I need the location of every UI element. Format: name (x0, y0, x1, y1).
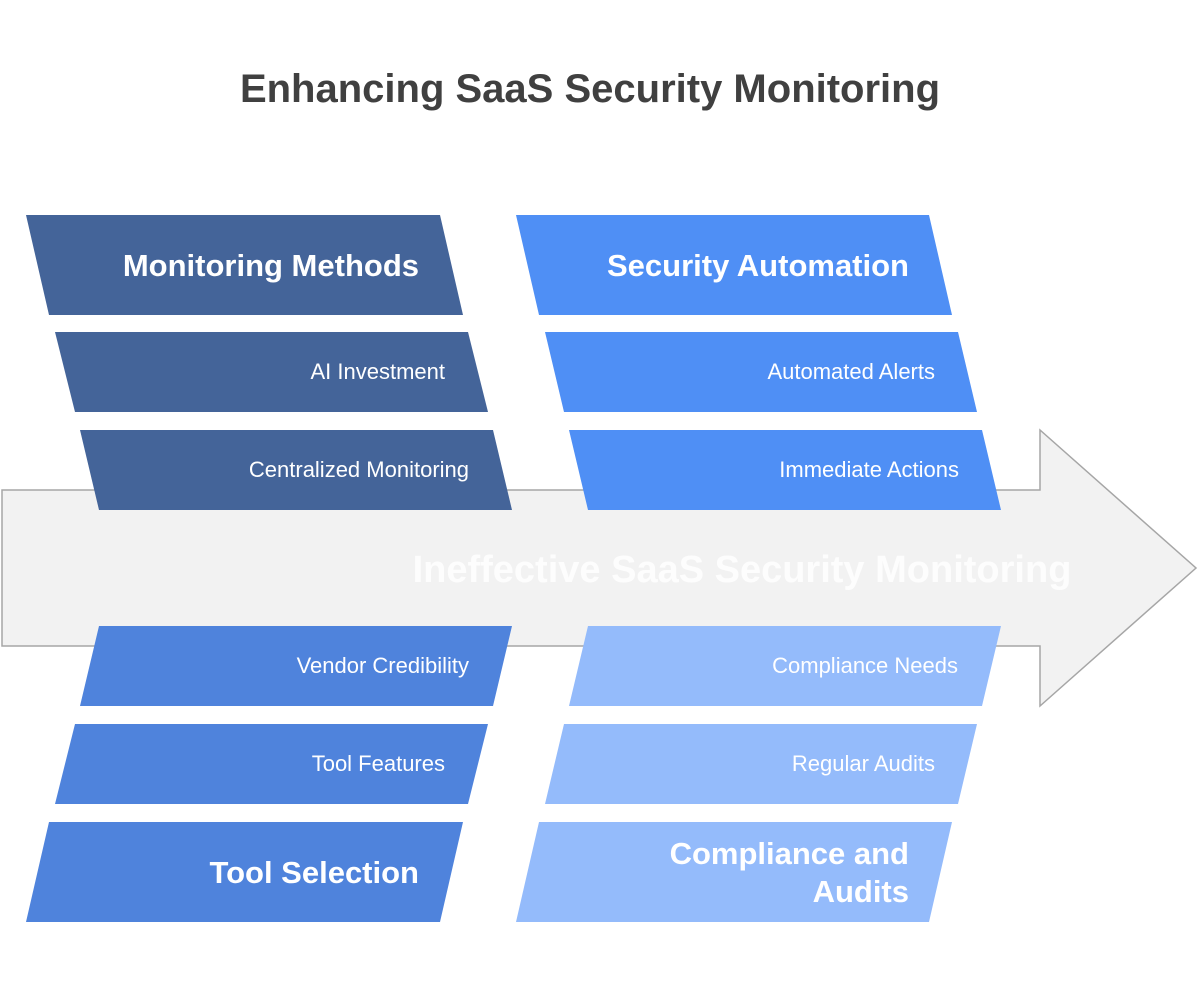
category-monitoring-methods: Monitoring Methods AI Investment Central… (26, 215, 512, 510)
category-tool-selection: Vendor Credibility Tool Features Tool Se… (26, 626, 512, 922)
category-compliance-and-audits: Compliance Needs Regular Audits Complian… (516, 626, 1001, 922)
immediate-actions-label: Immediate Actions (779, 457, 959, 482)
security-automation-label: Security Automation (607, 248, 909, 283)
diagram-title: Enhancing SaaS Security Monitoring (240, 67, 940, 111)
security-automation-head (516, 215, 952, 315)
vendor-credibility-bone (80, 626, 512, 706)
tool-features-bone (55, 724, 488, 804)
tool-selection-label: Tool Selection (209, 855, 419, 890)
compliance-needs-label: Compliance Needs (772, 653, 958, 678)
ai-investment-label: AI Investment (310, 359, 445, 384)
problem-label: Ineffective SaaS Security Monitoring (413, 549, 1072, 591)
centralized-monitoring-bone (80, 430, 512, 510)
compliance-and-audits-label-line2: Audits (813, 874, 909, 909)
monitoring-methods-label: Monitoring Methods (123, 248, 419, 283)
ai-investment-bone (55, 332, 488, 412)
centralized-monitoring-label: Centralized Monitoring (249, 457, 469, 482)
automated-alerts-bone (545, 332, 977, 412)
compliance-and-audits-label-line1: Compliance and (670, 836, 909, 871)
immediate-actions-bone (569, 430, 1001, 510)
compliance-and-audits-head (516, 822, 952, 922)
tool-selection-head (26, 822, 463, 922)
monitoring-methods-head (26, 215, 463, 315)
regular-audits-label: Regular Audits (792, 751, 935, 776)
regular-audits-bone (545, 724, 977, 804)
automated-alerts-label: Automated Alerts (767, 359, 935, 384)
vendor-credibility-label: Vendor Credibility (297, 653, 469, 678)
tool-features-label: Tool Features (312, 751, 445, 776)
category-security-automation: Security Automation Automated Alerts Imm… (516, 215, 1001, 510)
compliance-needs-bone (569, 626, 1001, 706)
